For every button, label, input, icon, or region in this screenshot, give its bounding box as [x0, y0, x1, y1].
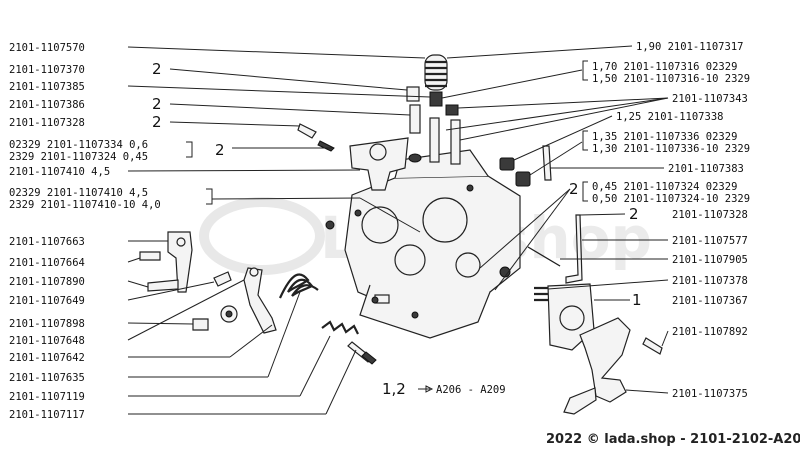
part-label-2101-1107334: 02329 2101-1107334 0,6 [9, 139, 148, 151]
qty-2101-1107370: 2 [152, 60, 162, 78]
part-label-2101-1107378: 2101-1107378 [672, 275, 748, 287]
footer-copyright: 2022 © lada.shop - 2101-2102-A207 [546, 432, 800, 447]
grouping-brackets [186, 60, 588, 205]
part-label-2101-1107649: 2101-1107649 [9, 295, 85, 307]
lever-bracket [139, 231, 193, 293]
qty-2101-1107367: 1 [632, 291, 642, 309]
valve-housing [349, 137, 409, 191]
right-jets [499, 145, 583, 284]
part-label-2101-1107890: 2101-1107890 [9, 276, 85, 288]
part-label-2101-1107642: 2101-1107642 [9, 352, 85, 364]
accelerator-pump [534, 283, 663, 415]
part-label-2101-1107317: 1,90 2101-1107317 [636, 41, 743, 53]
qty-2101-1107324-right: 2 [569, 180, 579, 198]
part-label-2101-1107410-a: 02329 2101-1107410 4,5 [9, 187, 148, 199]
return-spring [279, 273, 319, 299]
part-label-2101-1107905: 2101-1107905 [672, 254, 748, 266]
qty-2101-1107328: 2 [152, 113, 162, 131]
part-label-2101-1107375: 2101-1107375 [672, 388, 748, 400]
part-label-2101-1107338: 1,25 2101-1107338 [616, 111, 723, 123]
part-label-2101-1107386: 2101-1107386 [9, 99, 85, 111]
right-labels: 1,90 2101-1107317 1,70 2101-1107316 0232… [569, 41, 750, 400]
part-label-2101-1107385: 2101-1107385 [9, 81, 85, 93]
throttle-lever [192, 267, 277, 334]
part-label-2101-1107336-10: 1,30 2101-1107336-10 2329 [592, 143, 750, 155]
part-label-2101-1107324-10: 0,50 2101-1107324-10 2329 [592, 193, 750, 205]
part-label-2101-1107316: 1,70 2101-1107316 02329 [592, 61, 737, 73]
watermark-logo-icon [199, 197, 325, 275]
legend: 1,2 A206 - A209 [382, 380, 506, 398]
part-label-2101-1107324: 2329 2101-1107324 0,45 [9, 151, 148, 163]
part-label-2101-1107577: 2101-1107577 [672, 235, 748, 247]
qty-2101-1107386: 2 [152, 95, 162, 113]
qty-2101-1107324: 2 [215, 141, 225, 159]
part-label-2101-1107635: 2101-1107635 [9, 372, 85, 384]
part-label-2101-1107898: 2101-1107898 [9, 318, 85, 330]
float-spring-assembly [406, 54, 461, 165]
screw-small [297, 123, 335, 152]
part-label-2101-1107336: 1,35 2101-1107336 02329 [592, 131, 737, 143]
part-label-2101-1107410-10: 2329 2101-1107410-10 4,0 [9, 199, 161, 211]
part-label-2101-1107383: 2101-1107383 [668, 163, 744, 175]
carburetor-body [325, 149, 521, 339]
part-label-2101-1107316-10: 1,50 2101-1107316-10 2329 [592, 73, 750, 85]
qty-2101-1107328-right: 2 [629, 205, 639, 223]
part-label-2101-1107664: 2101-1107664 [9, 257, 85, 269]
part-label-2101-1107117: 2101-1107117 [9, 409, 85, 421]
part-label-2101-1107343: 2101-1107343 [672, 93, 748, 105]
legend-range: A206 - A209 [436, 384, 506, 396]
part-label-2101-1107324-right: 0,45 2101-1107324 02329 [592, 181, 737, 193]
part-label-2101-1107410: 2101-1107410 4,5 [9, 166, 110, 178]
part-label-2101-1107570: 2101-1107570 [9, 42, 85, 54]
legend-qty: 1,2 [382, 380, 406, 398]
part-label-2101-1107892: 2101-1107892 [672, 326, 748, 338]
part-label-2101-1107370: 2101-1107370 [9, 64, 85, 76]
left-labels: 2101-1107570 2101-1107370 2 2101-1107385… [9, 42, 225, 421]
leader-lines [127, 45, 669, 415]
part-label-2101-1107119: 2101-1107119 [9, 391, 85, 403]
part-label-2101-1107663: 2101-1107663 [9, 236, 85, 248]
part-label-2101-1107328-right: 2101-1107328 [672, 209, 748, 221]
part-label-2101-1107648: 2101-1107648 [9, 335, 85, 347]
part-label-2101-1107367: 2101-1107367 [672, 295, 748, 307]
idle-spring [321, 320, 377, 365]
part-label-2101-1107328: 2101-1107328 [9, 117, 85, 129]
